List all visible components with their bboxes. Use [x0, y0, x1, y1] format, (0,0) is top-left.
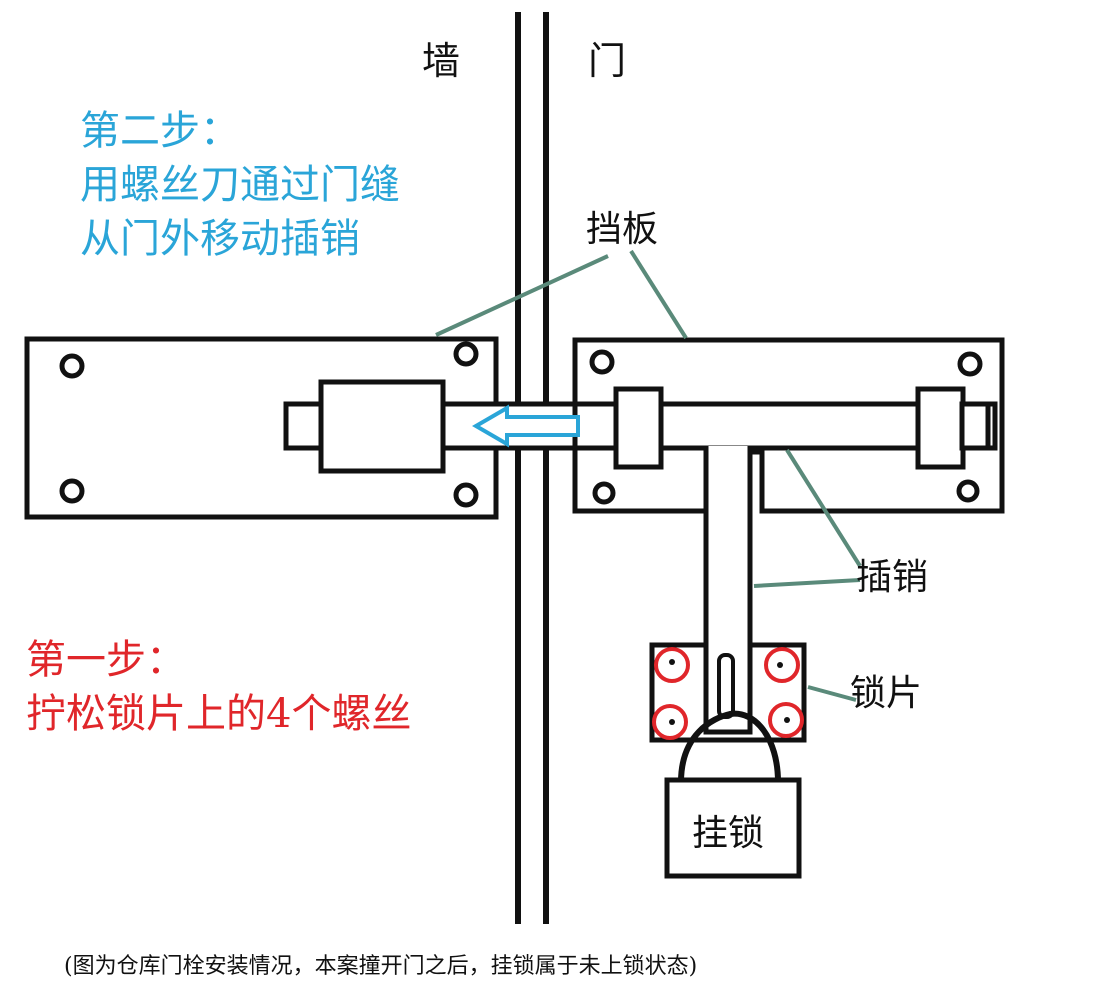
leader-lines [435, 249, 862, 702]
gap-cover [500, 339, 575, 517]
step-two-title: 第二步： [80, 108, 240, 154]
bolt-end [959, 401, 991, 451]
screw-hole [957, 351, 983, 377]
step-one-title: 第一步： [26, 637, 186, 683]
padlock-label: 挂锁 [692, 813, 765, 854]
screw-highlight [652, 704, 688, 740]
baffle-label: 挡板 [586, 209, 659, 250]
step-two-line-2: 从门外移动插销 [80, 216, 360, 262]
screw-highlight [768, 702, 804, 738]
door-plate [572, 337, 1005, 735]
wall-plate [24, 336, 499, 520]
lock-plate-label: 锁片 [850, 673, 923, 714]
door-gap-lines [515, 12, 549, 924]
bolt-guide [613, 386, 664, 470]
step-two-note: 第二步： 用螺丝刀通过门缝 从门外移动插销 [80, 104, 400, 266]
screw-hole [453, 341, 479, 367]
screw-hole [592, 481, 616, 505]
screw-hole [589, 349, 615, 375]
figure-caption: (图为仓库门栓安装情况，本案撞开门之后，挂锁属于未上锁状态) [64, 954, 698, 979]
screw-hole [59, 478, 85, 504]
move-direction-arrow [472, 404, 580, 448]
wall-label: 墙 [422, 39, 461, 83]
bolt-label: 插销 [856, 557, 929, 598]
screw-hole [59, 353, 85, 379]
step-one-line-1: 拧松锁片上的4个螺丝 [26, 691, 412, 737]
screw-hole [956, 479, 980, 503]
step-one-note: 第一步： 拧松锁片上的4个螺丝 [26, 633, 411, 741]
step-two-line-1: 用螺丝刀通过门缝 [80, 162, 400, 208]
screw-hole [453, 482, 479, 508]
screw-highlight [764, 647, 800, 683]
bolt-guide [915, 386, 966, 470]
padlock [664, 710, 802, 879]
screw-highlight [654, 647, 690, 683]
door-label: 门 [588, 39, 627, 83]
bolt-receiver-body [318, 379, 446, 474]
screw-highlight-circles [652, 647, 804, 740]
